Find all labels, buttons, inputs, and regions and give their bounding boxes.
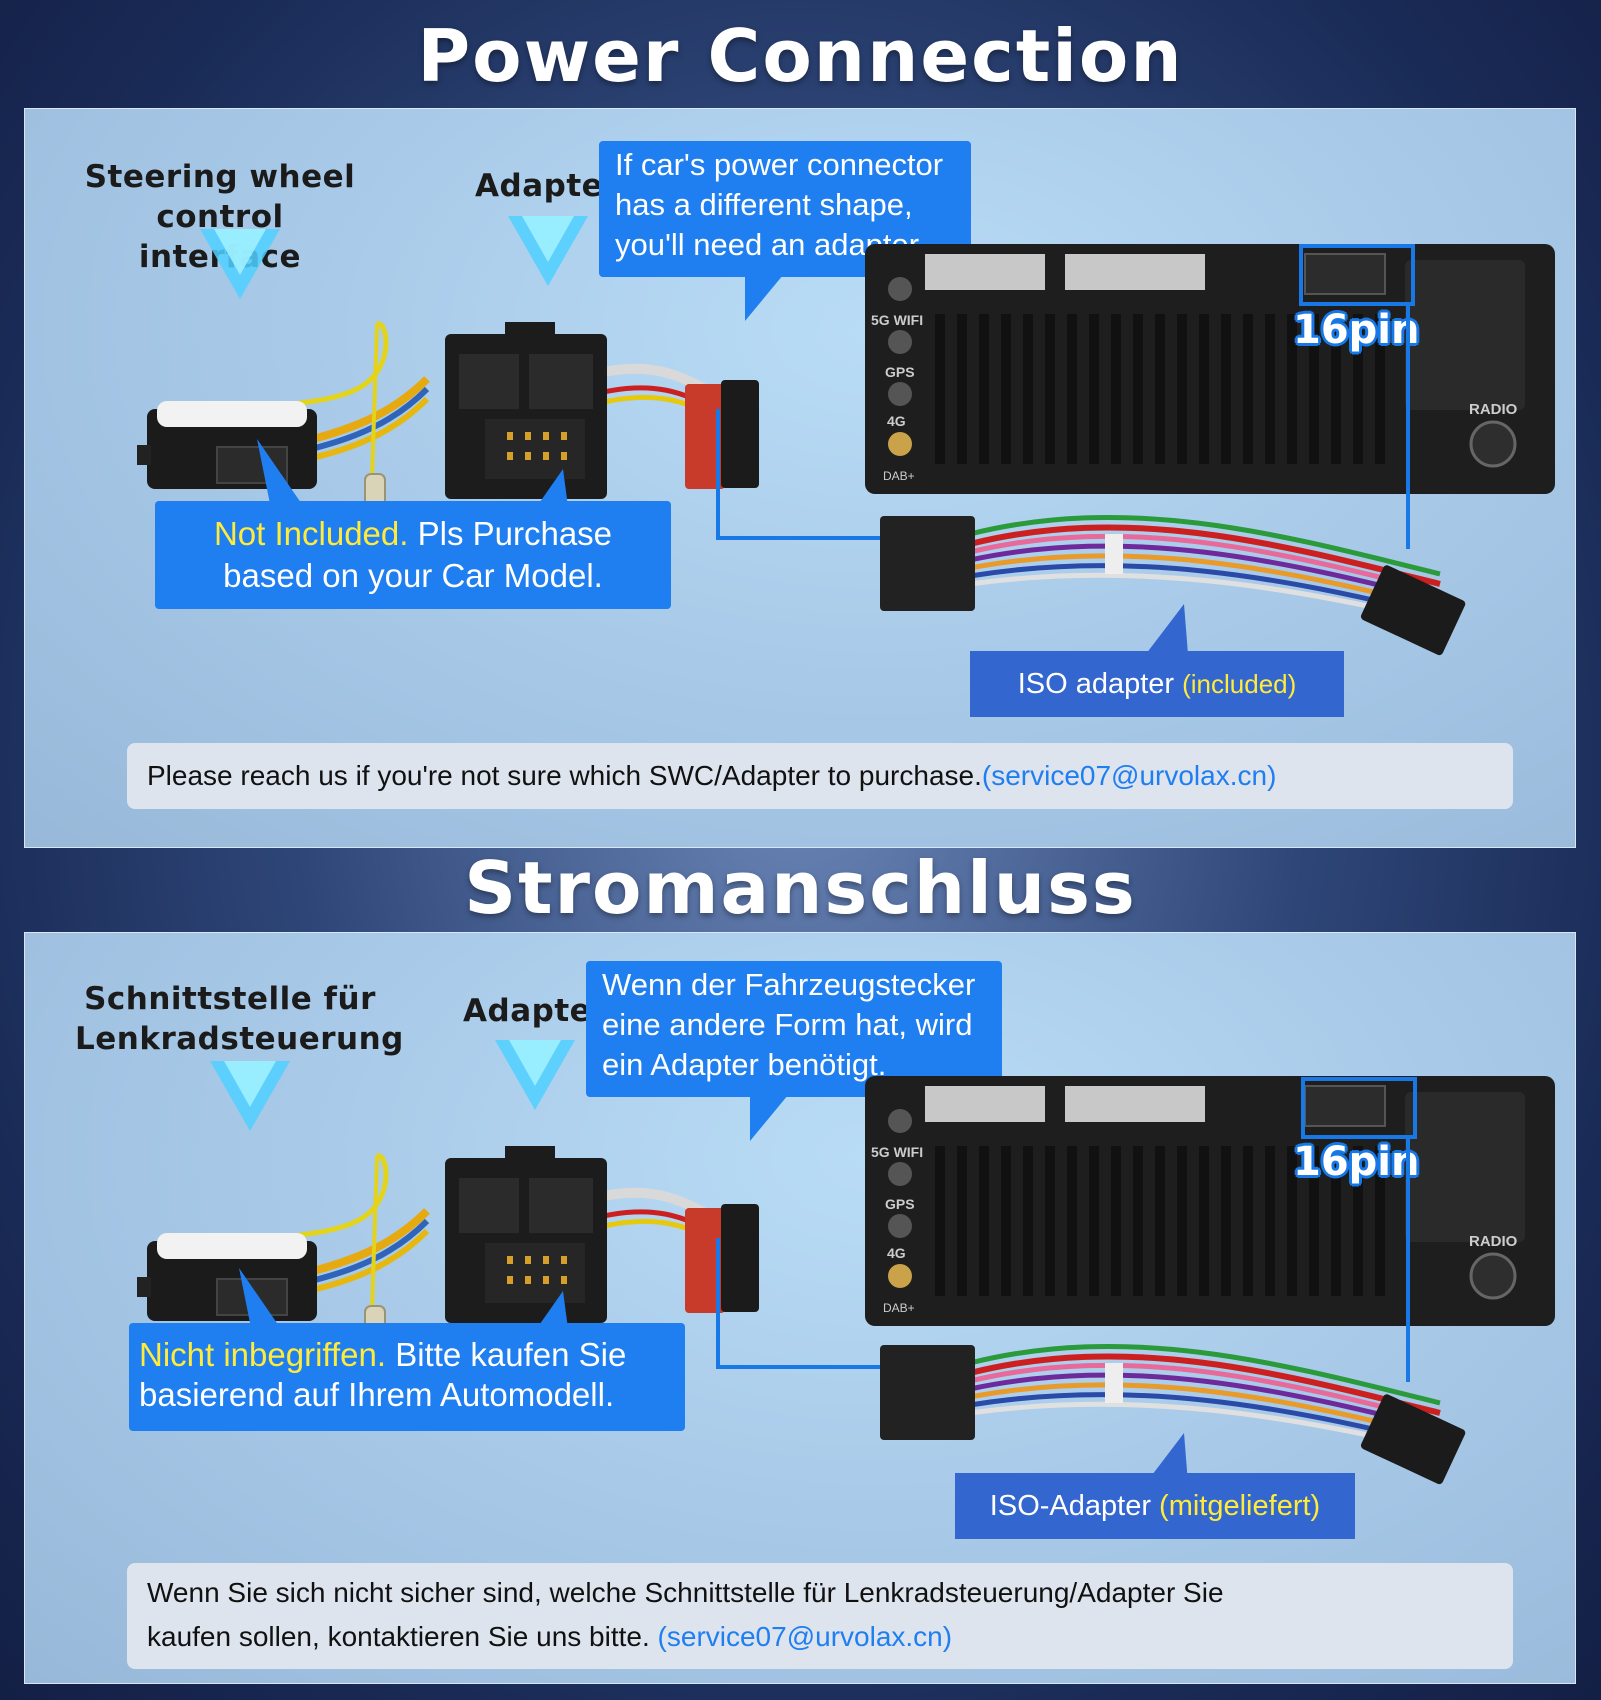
contact-note: Please reach us if you're not sure which…: [127, 743, 1513, 809]
16pin-label: 16pin: [1293, 307, 1420, 353]
not-included-callout: Nicht inbegriffen. Bitte kaufen Sie basi…: [129, 1323, 685, 1431]
swc-pointer-icon: [210, 1061, 290, 1131]
16pin-highlight: [1299, 244, 1415, 306]
swc-label: Steering wheel control interface: [84, 159, 356, 275]
connector-line-left-vert: [716, 1238, 720, 1368]
title-de: Stromanschluss: [464, 846, 1137, 930]
swc-label: Schnittstelle für Lenkradsteuerung: [75, 981, 404, 1057]
adapter-pointer-icon: [508, 216, 588, 286]
contact-email-link[interactable]: (service07@urvolax.cn): [657, 1621, 953, 1652]
swc-pointer-icon: [200, 229, 280, 299]
adapter-label: Adapter: [463, 993, 607, 1029]
svg-text:4G: 4G: [887, 413, 906, 429]
panel-de: Schnittstelle für Lenkradsteuerung Adapt…: [24, 932, 1576, 1684]
adapter-label: Adapter: [475, 168, 619, 204]
iso-harness-image: [880, 1343, 1466, 1485]
svg-text:GPS: GPS: [885, 1196, 915, 1212]
quadlock-adapter-image: [445, 322, 759, 499]
contact-note: Wenn Sie sich nicht sicher sind, welche …: [127, 1563, 1513, 1669]
head-unit-image: 5G WIFI GPS 4G DAB+ RADIO: [865, 244, 1555, 494]
iso-tail: [1146, 604, 1188, 654]
svg-text:5G WIFI: 5G WIFI: [871, 312, 923, 328]
panel-en: Steering wheel control interface Adapter…: [24, 108, 1576, 848]
svg-text:5G WIFI: 5G WIFI: [871, 1144, 923, 1160]
adapter-callout: If car's power connector has a different…: [599, 141, 971, 277]
connector-line-left-vert: [716, 409, 720, 539]
quadlock-adapter-image: [445, 1146, 759, 1323]
16pin-highlight: [1301, 1077, 1417, 1139]
not-included-callout: Not Included. Pls Purchase based on your…: [155, 501, 671, 609]
callout-tail: [745, 275, 783, 321]
svg-text:GPS: GPS: [885, 364, 915, 380]
iso-adapter-label: ISO adapter (included): [970, 651, 1344, 717]
adapter-callout: Wenn der Fahrzeugstecker eine andere For…: [586, 961, 1002, 1097]
title-en: Power Connection: [417, 14, 1184, 98]
svg-text:RADIO: RADIO: [1469, 401, 1518, 418]
iso-tail: [1146, 1433, 1188, 1483]
connector-line-left-horiz: [716, 1365, 906, 1369]
svg-text:4G: 4G: [887, 1245, 906, 1261]
svg-text:RADIO: RADIO: [1469, 1233, 1518, 1250]
connector-line-left-horiz: [716, 536, 906, 540]
head-unit-image: 5G WIFI GPS 4G DAB+ RADIO: [865, 1076, 1555, 1326]
svg-text:DAB+: DAB+: [883, 1301, 915, 1315]
adapter-pointer-icon: [495, 1040, 575, 1110]
svg-text:DAB+: DAB+: [883, 469, 915, 483]
iso-harness-image: [880, 514, 1466, 656]
contact-email-link[interactable]: (service07@urvolax.cn): [981, 760, 1277, 791]
connector-line-right-vert: [1406, 1137, 1410, 1382]
16pin-label: 16pin: [1293, 1139, 1420, 1185]
connector-line-right-vert: [1406, 304, 1410, 549]
callout-tail: [750, 1095, 788, 1141]
iso-adapter-label: ISO-Adapter (mitgeliefert): [955, 1473, 1355, 1539]
